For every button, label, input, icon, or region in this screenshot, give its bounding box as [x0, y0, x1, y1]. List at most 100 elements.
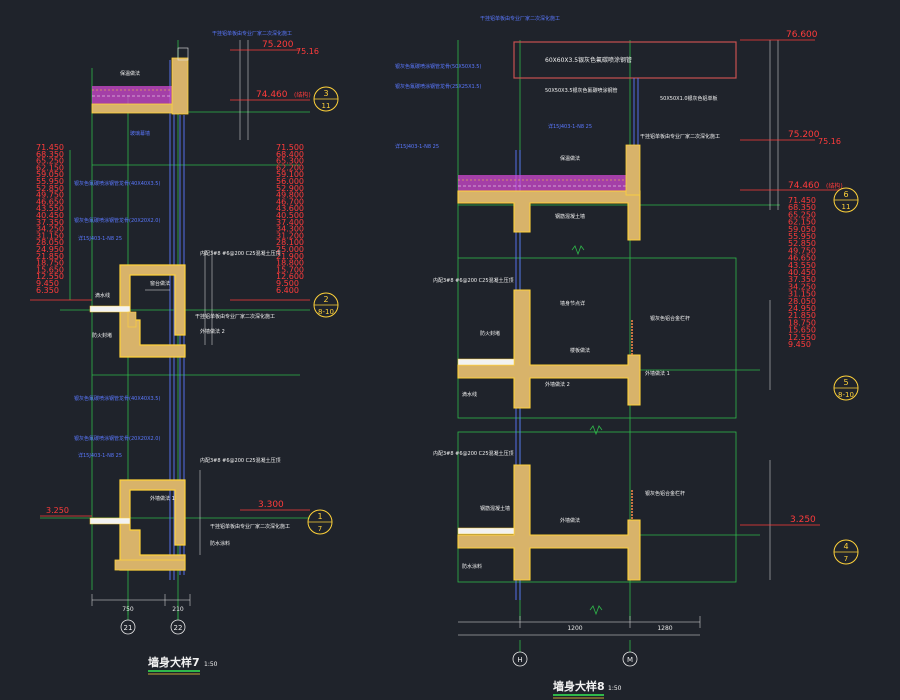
- right-waterproof: 防水涂料: [462, 563, 482, 570]
- right-steel-d: 50X50X1.0银灰色铝单板: [660, 95, 718, 102]
- left-elev-r-3: 62.200: [276, 163, 304, 172]
- right-elev-3: 62.150: [788, 218, 816, 227]
- left-steel-mid: 银灰色氟碳喷涂钢管龙骨(20X20X2.0): [74, 217, 160, 224]
- left-elev-l-2: 65.250: [36, 157, 64, 166]
- right-axis-h-label: H: [517, 656, 522, 664]
- left-elev-list-right: 71.50068.40065.30062.20059.10056.00052.9…: [276, 143, 304, 295]
- left-elev-r-16: 21.900: [276, 252, 304, 261]
- left-roof-elev: 74.460: [256, 90, 288, 100]
- left-elev-l-13: 31.150: [36, 231, 64, 240]
- right-axis-m[interactable]: M: [622, 640, 638, 667]
- right-top-note: 干挂铝单板由专业厂家二次深化施工: [480, 15, 560, 22]
- right-scale: 1:50: [608, 685, 622, 692]
- right-elev-18: 15.650: [788, 326, 816, 335]
- right-axis-h[interactable]: H: [512, 640, 528, 667]
- right-title: 墙身大样8: [553, 679, 605, 693]
- right-concrete-lower: 钢筋混凝土墙: [480, 505, 510, 512]
- right-ref-low-sheet: 7: [844, 555, 848, 563]
- left-rebar: 内配3#8 #6@200 C25混凝土压顶: [200, 250, 281, 257]
- right-elev-14: 28.050: [788, 297, 816, 306]
- right-ref-mid-num: 5: [843, 378, 848, 387]
- left-dim-2: 210: [172, 606, 184, 613]
- left-glass-curtain: 玻璃幕墙: [130, 130, 150, 137]
- right-ref-roof-num: 6: [843, 190, 848, 199]
- left-ref-low[interactable]: 1 7: [307, 509, 333, 535]
- right-spec: 详15J403-1-N8 25: [548, 123, 592, 130]
- left-ref-mid-num: 2: [323, 295, 328, 304]
- left-elev-markers: [30, 49, 310, 517]
- left-elev-l-10: 40.450: [36, 211, 64, 220]
- left-elev-r-6: 52.900: [276, 184, 304, 193]
- left-steel-lower: 银灰色氟碳喷涂钢管龙骨(40X40X3.5): [74, 395, 160, 402]
- right-aluminum: 干挂铝单板由专业厂家二次深化施工: [640, 133, 720, 140]
- left-elev-l-6: 52.850: [36, 184, 64, 193]
- right-detail: 60X60X3.5银灰色氟碳喷涂钢管 干挂铝单板由专业厂家二次深化施工: [395, 15, 859, 699]
- right-ref-roof[interactable]: 6 11: [833, 187, 859, 213]
- left-elev-l-5: 55.950: [36, 177, 64, 186]
- right-annotations: 银灰色氟碳喷涂钢管龙骨(50X50X3.5) 银灰色氟碳喷涂钢管龙骨(25X25…: [395, 63, 720, 570]
- left-elev-r-17: 18.800: [276, 259, 304, 268]
- left-elev-r-1: 68.400: [276, 150, 304, 159]
- right-elev-list: 71.45068.35065.25062.15059.05055.95052.8…: [788, 196, 816, 349]
- right-mid-elev-b: 75.16: [818, 137, 841, 146]
- left-elev-r-0: 71.500: [276, 143, 304, 152]
- left-elev-l-3: 62.150: [36, 163, 64, 172]
- left-aluminum: 干挂铝单板由专业厂家二次深化施工: [195, 313, 275, 320]
- left-ref-low-num: 1: [317, 512, 322, 521]
- right-dimensions: [458, 40, 779, 636]
- right-steel-a: 银灰色氟碳喷涂钢管龙骨(50X50X3.5): [395, 63, 481, 70]
- left-elev-l-14: 28.050: [36, 238, 64, 247]
- left-drip: 滴水线: [95, 292, 110, 299]
- left-outer-wall-2: 外墙做法 2: [200, 328, 225, 335]
- right-elev-4: 59.050: [788, 225, 816, 234]
- left-elev-r-7: 49.800: [276, 191, 304, 200]
- right-elev-7: 49.750: [788, 246, 816, 255]
- right-elev-9: 43.550: [788, 261, 816, 270]
- left-elev-r-5: 56.000: [276, 177, 304, 186]
- left-top-elev-b: 75.16: [296, 47, 319, 56]
- left-ref-roof-sheet: 11: [322, 102, 331, 110]
- left-elev-r-20: 9.500: [276, 279, 299, 288]
- left-title: 墙身大样7: [148, 655, 200, 669]
- left-ref-mid[interactable]: 2 8-10: [313, 292, 339, 318]
- right-elev-11: 37.350: [788, 275, 816, 284]
- right-elev-markers: [740, 39, 840, 526]
- right-elev-0: 71.450: [788, 196, 816, 205]
- left-dim-1: 750: [122, 606, 134, 613]
- left-elev-r-4: 59.100: [276, 170, 304, 179]
- left-axis-21-label: 21: [124, 624, 133, 632]
- left-ref-roof[interactable]: 3 11: [313, 86, 339, 112]
- right-steel-c: 50X50X3.5银灰色氟碳喷涂钢管: [545, 87, 618, 94]
- left-ref-mid-sheet: 8-10: [318, 308, 334, 316]
- right-roof-slab: [457, 144, 641, 241]
- right-ref-low[interactable]: 4 7: [833, 539, 859, 565]
- right-roof-elev-note: (结构): [826, 182, 843, 190]
- left-steel-lower-b: 银灰色氟碳喷涂钢管龙骨(20X20X2.0): [74, 435, 160, 442]
- left-sill-note: 窗台做法: [150, 280, 170, 287]
- right-low-elev: 3.250: [790, 515, 816, 525]
- left-elev-l-15: 24.950: [36, 245, 64, 254]
- left-axis-22[interactable]: 22: [170, 605, 186, 635]
- right-railing: 银灰色铝合金栏杆: [650, 315, 690, 322]
- left-elev-l-17: 18.750: [36, 259, 64, 268]
- left-low-elev-right: 3.300: [258, 500, 284, 510]
- left-elev-r-10: 40.500: [276, 211, 304, 220]
- right-ref-low-num: 4: [843, 542, 848, 551]
- left-axis-21[interactable]: 21: [120, 605, 136, 635]
- left-spec-upper: 详15J403-1-N8 25: [78, 235, 122, 242]
- right-elev-8: 46.650: [788, 254, 816, 263]
- left-elev-l-8: 46.650: [36, 197, 64, 206]
- left-fire-stop: 防火封堵: [92, 332, 112, 339]
- left-elev-r-2: 65.300: [276, 157, 304, 166]
- right-ref-mid[interactable]: 5 8-10: [833, 375, 859, 401]
- right-elev-5: 55.950: [788, 232, 816, 241]
- left-elev-l-18: 15.650: [36, 265, 64, 274]
- right-roof-elev: 74.460: [788, 181, 820, 191]
- right-elev-19: 12.550: [788, 333, 816, 342]
- left-rebar-lower: 内配3#8 #6@200 C25混凝土压顶: [200, 457, 281, 464]
- left-roof-note: 干挂铝单板由专业厂家二次深化施工: [212, 30, 292, 37]
- right-steel-b: 银灰色氟碳喷涂钢管龙骨(25X25X1.5): [395, 83, 481, 90]
- left-outer-wall-1: 外墙做法 1: [150, 495, 175, 502]
- left-upper-beam: [89, 264, 186, 358]
- right-elev-15: 24.950: [788, 304, 816, 313]
